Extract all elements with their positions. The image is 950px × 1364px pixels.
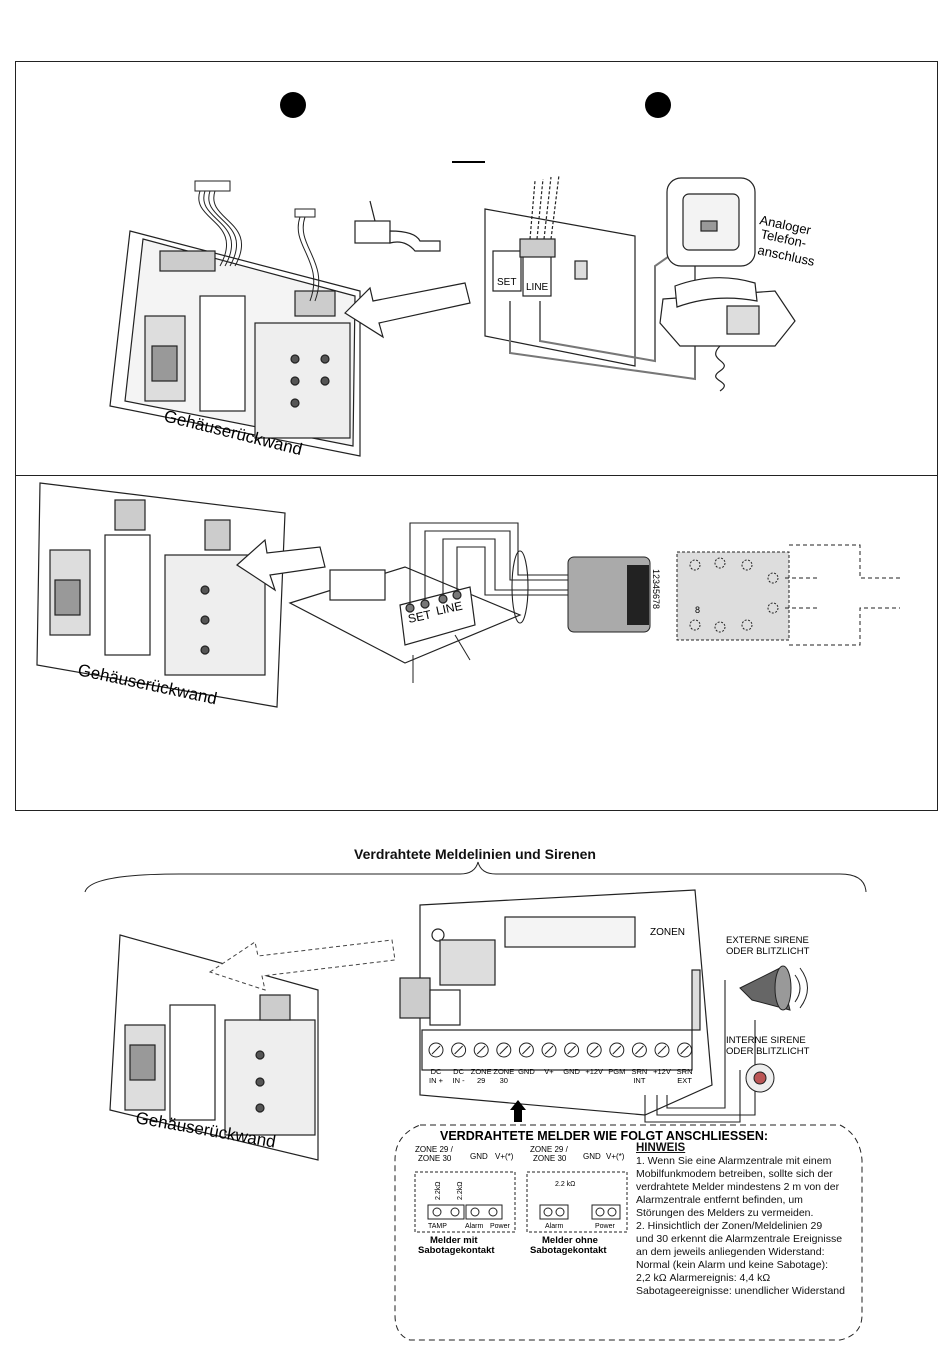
brace xyxy=(84,861,867,893)
terminal-label-top: +12V xyxy=(653,1067,671,1076)
hint-line: Störungen des Melders zu vermeiden. xyxy=(636,1207,814,1219)
hint-line: Sabotageereignisse: unendlicher Widersta… xyxy=(636,1285,845,1297)
hint-line: 2,2 kΩ Alarmereignis: 4,4 kΩ xyxy=(636,1272,771,1284)
hint-line: Normal (kein Alarm und keine Sabotage): xyxy=(636,1259,829,1271)
int-siren-label-2: ODER BLITZLICHT xyxy=(726,1046,810,1057)
up-arrow xyxy=(510,1100,526,1122)
hint-block: HINWEIS 1. Wenn Sie eine Alarmzentrale m… xyxy=(636,1142,856,1298)
insert-arrow xyxy=(344,282,471,339)
terminal-label-top: GND xyxy=(518,1067,535,1076)
alarm-label-b: Alarm xyxy=(545,1223,563,1230)
pin-8-label: 8 xyxy=(695,605,700,615)
with-tamper-label-2: Sabotagekontakt xyxy=(418,1245,495,1256)
vplus-label-b: V+(*) xyxy=(606,1152,625,1161)
zone-label-b2: ZONE 30 xyxy=(533,1154,567,1163)
terminal-label-top: DC xyxy=(431,1067,442,1076)
panel-telephone-wiring xyxy=(15,475,938,811)
telephone-wires xyxy=(409,522,568,624)
alarm-label-a: Alarm xyxy=(465,1223,483,1230)
insert-arrow-2 xyxy=(236,538,326,592)
socket-holes xyxy=(689,557,779,633)
zone-label-a1: ZONE 29 / xyxy=(415,1145,454,1154)
ext-siren-label-1: EXTERNE SIRENE xyxy=(726,935,809,946)
hint-title: HINWEIS xyxy=(636,1142,686,1154)
terminal-label-top: PGM xyxy=(608,1067,625,1076)
terminal-label-bottom: IN - xyxy=(453,1076,466,1085)
step-marker-1 xyxy=(280,92,306,118)
loose-connector xyxy=(354,200,441,252)
modem-board xyxy=(484,174,636,367)
hint-line: an dem jeweils anliegenden Widerstand: xyxy=(636,1246,825,1258)
wiring-title: VERDRAHTETE MELDER WIE FOLGT ANSCHLIESSE… xyxy=(440,1129,768,1143)
hint-line: Mobilfunkmodem betreiben, sollte sich de… xyxy=(636,1168,833,1180)
without-tamper-label-1: Melder ohne xyxy=(542,1235,598,1246)
zone-label-a2: ZONE 30 xyxy=(418,1154,452,1163)
terminal-board xyxy=(288,566,522,664)
hint-line: 2. Hinsichtlich der Zonen/Meldelinien 29 xyxy=(636,1220,823,1232)
control-board xyxy=(399,889,713,1116)
wiring-box xyxy=(394,1124,863,1341)
terminal-label-top: SRN xyxy=(677,1067,693,1076)
hint-line: Alarmzentrale entfernt befinden, um xyxy=(636,1194,803,1206)
gnd-label-b: GND xyxy=(583,1152,601,1161)
res-label-b: 2.2 kΩ xyxy=(555,1181,575,1188)
step-marker-2 xyxy=(645,92,671,118)
wall-socket xyxy=(666,177,756,267)
terminal-label-bottom: INT xyxy=(633,1076,646,1085)
set-terminal-label: SET xyxy=(407,607,433,626)
res-label-a2: 2.2kΩ xyxy=(457,1182,464,1200)
power-label-a: Power xyxy=(490,1223,511,1230)
terminal-label-top: GND xyxy=(563,1067,580,1076)
terminal-label-bottom: IN + xyxy=(429,1076,444,1085)
pointer-arrow xyxy=(208,939,396,991)
housing-back-panel-3 xyxy=(109,934,319,1161)
terminal-label-top: +12V xyxy=(585,1067,603,1076)
terminal-label-bottom: 30 xyxy=(500,1076,508,1085)
tamp-label-1: TAMP xyxy=(428,1223,447,1230)
with-tamper-label-1: Melder mit xyxy=(430,1235,478,1246)
terminal-label-bottom: EXT xyxy=(677,1076,692,1085)
terminal-label-top: SRN xyxy=(631,1067,647,1076)
rj-socket xyxy=(676,551,790,641)
terminal-label-top: V+ xyxy=(544,1067,554,1076)
terminal-label-top: DC xyxy=(453,1067,464,1076)
terminal-label-top: ZONE xyxy=(493,1067,514,1076)
zone-label-b1: ZONE 29 / xyxy=(530,1145,569,1154)
int-siren-label-1: INTERNE SIRENE xyxy=(726,1035,806,1046)
section3-title: Verdrahtete Meldelinien und Sirenen xyxy=(354,846,596,862)
terminal-label-bottom: 29 xyxy=(477,1076,485,1085)
detector-with-tamper xyxy=(414,1171,516,1233)
hint-line: verdrahtete Melder mindestens 2 m von de… xyxy=(636,1181,840,1193)
terminal-label-top: ZONE xyxy=(471,1067,492,1076)
hint-line: 1. Wenn Sie eine Alarmzentrale mit einem xyxy=(636,1155,832,1167)
panel1-drawing: SET LINE Analoger Telefon- anschluss Geh… xyxy=(109,92,817,459)
zones-label: ZONEN xyxy=(650,927,685,938)
ext-siren-label-2: ODER BLITZLICHT xyxy=(726,946,810,957)
gnd-label-a: GND xyxy=(470,1152,488,1161)
detector-without-tamper xyxy=(526,1171,628,1233)
housing-back-panel xyxy=(109,230,361,457)
set-connector-label: SET xyxy=(497,277,516,288)
telephone xyxy=(659,277,796,392)
vplus-label-a: V+(*) xyxy=(495,1152,514,1161)
ribbon-cable xyxy=(194,180,320,302)
hint-line: und 30 erkennt die Alarmzentrale Ereigni… xyxy=(636,1233,843,1245)
line-terminal-label: LINE xyxy=(435,599,464,618)
pin-numbers: 12345678 xyxy=(651,569,661,609)
housing-back-panel-2 xyxy=(36,482,286,708)
outgoing-arrows xyxy=(785,544,900,646)
res-label-a1: 2.2kΩ xyxy=(435,1182,442,1200)
external-siren-icon xyxy=(739,965,808,1011)
without-tamper-label-2: Sabotagekontakt xyxy=(530,1245,607,1256)
power-label-b: Power xyxy=(595,1223,616,1230)
line-connector-label: LINE xyxy=(526,282,549,293)
panel2-drawing: Gehäuserückwand SET LINE 12345678 8 xyxy=(36,482,900,708)
